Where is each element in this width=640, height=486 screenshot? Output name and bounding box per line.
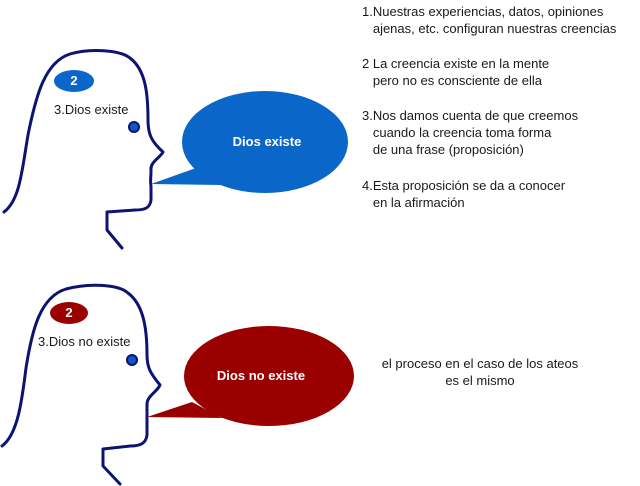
eye-icon-top — [128, 121, 140, 133]
badge-number-bottom: 2 — [65, 305, 73, 320]
head-profile-top — [2, 49, 165, 250]
badge-number-top: 2 — [70, 73, 78, 88]
step-3-line-3: de una frase (proposición) — [362, 142, 524, 157]
step-3-line-1: 3.Nos damos cuenta de que creemos — [362, 108, 579, 123]
step-4: 4.Esta proposición se da a conocer en la… — [362, 177, 565, 211]
badge-top — [54, 70, 94, 92]
step-1-line-2: ajenas, etc. configuran nuestras creenci… — [362, 21, 617, 36]
step-3-line-2: cuando la creencia toma forma — [362, 125, 552, 140]
step-1-line-1: 1.Nuestras experiencias, datos, opinione… — [362, 4, 604, 19]
speech-bubble-top — [151, 91, 348, 193]
head-label-bottom: 3.Dios no existe — [38, 334, 131, 349]
atheist-note: el proceso en el caso de los ateos es el… — [365, 355, 595, 389]
badge-bottom — [50, 302, 88, 324]
step-1: 1.Nuestras experiencias, datos, opinione… — [362, 3, 616, 37]
atheist-note-line-2: es el mismo — [445, 373, 515, 388]
eye-icon-bottom — [126, 354, 138, 366]
step-2: 2 La creencia existe en la mente pero no… — [362, 55, 549, 89]
head-profile-bottom — [0, 283, 162, 486]
atheist-note-line-1: el proceso en el caso de los ateos — [381, 356, 579, 371]
step-2-line-1: 2 La creencia existe en la mente — [362, 56, 550, 71]
speech-bubble-bottom — [147, 326, 354, 426]
step-3: 3.Nos damos cuenta de que creemos cuando… — [362, 107, 578, 158]
step-4-line-1: 4.Esta proposición se da a conocer — [362, 178, 566, 193]
step-2-line-2: pero no es consciente de ella — [362, 73, 542, 88]
step-4-line-2: en la afirmación — [362, 195, 465, 210]
speech-text-bottom: Dios no existe — [216, 368, 306, 383]
head-label-top: 3.Dios existe — [54, 102, 129, 117]
speech-text-top: Dios existe — [232, 134, 302, 149]
